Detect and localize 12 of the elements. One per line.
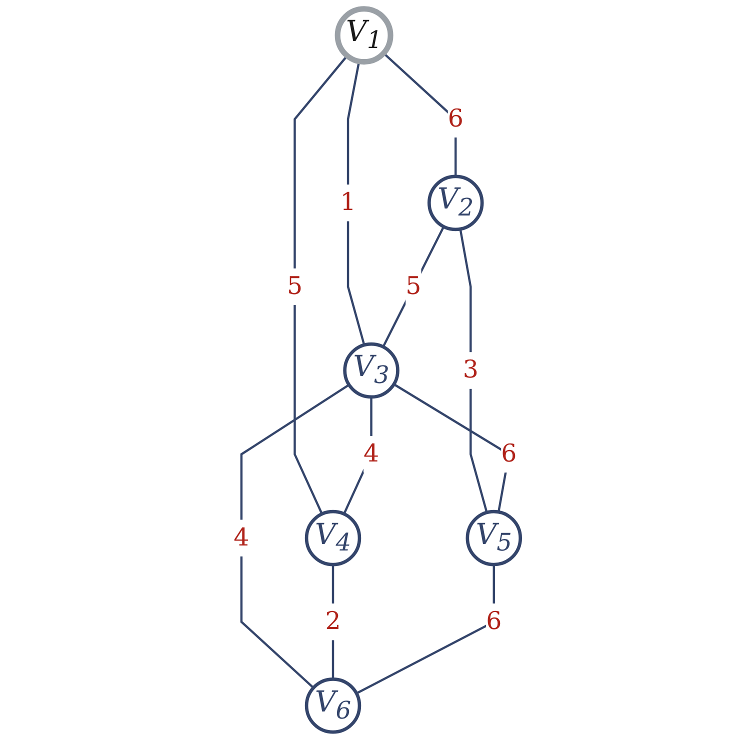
vertex-circle: V$_{4}$: [304, 510, 362, 566]
edge-label: 4: [234, 520, 250, 556]
vertex-circle: V$_{3}$: [343, 342, 400, 399]
edge-line: [294, 55, 348, 514]
vertex-circle: V$_{6}$: [304, 678, 362, 734]
vertex-circle: V$_{5}$: [466, 510, 522, 566]
edge-label: 5: [406, 268, 422, 306]
edge-line: [356, 564, 495, 694]
edge-label: 3: [462, 352, 478, 389]
vertex-circle: V$_{1}$: [334, 6, 394, 65]
vertex-circle: V$_{2}$: [427, 174, 484, 232]
edge-line: [240, 384, 350, 689]
